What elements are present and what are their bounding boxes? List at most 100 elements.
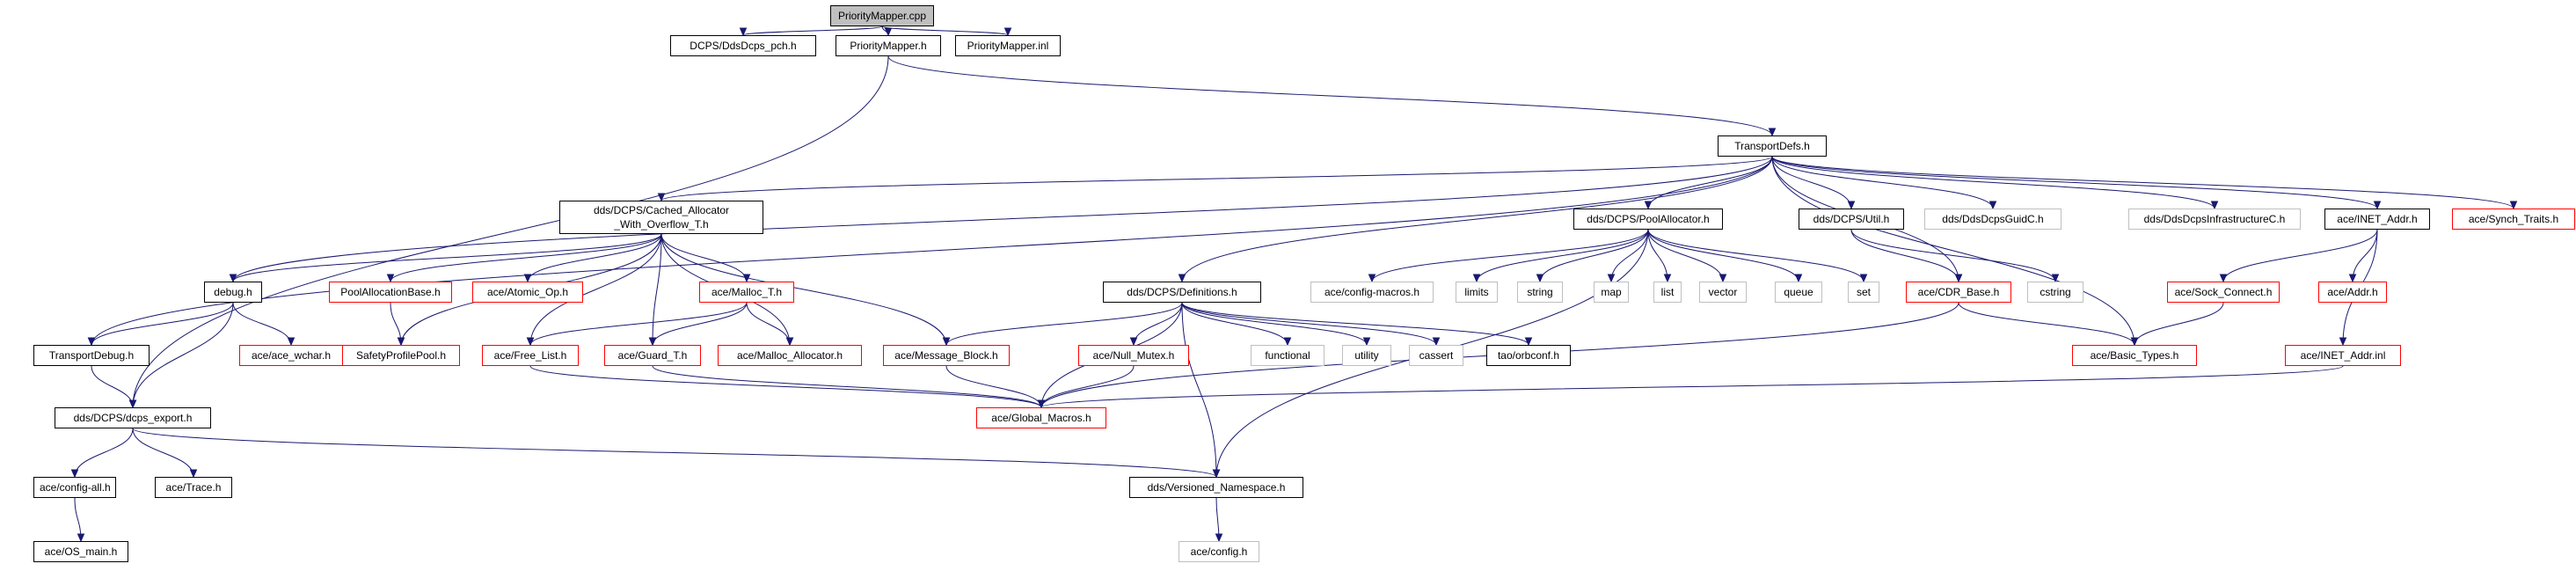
arrowhead-n4-n7: [1644, 201, 1653, 210]
node-transportdefs-h[interactable]: TransportDefs.h: [1718, 135, 1827, 157]
arrowhead-n16-n34: [648, 337, 657, 347]
edge-n11-n28: [2222, 229, 2378, 282]
edge-n8-n27: [1850, 229, 2056, 282]
node-config-h: ace/config.h: [1179, 541, 1259, 562]
node-malloc-allocator-h[interactable]: ace/Malloc_Allocator.h: [718, 345, 862, 366]
edge-n4-n10: [1771, 156, 2215, 209]
node-definitions-h[interactable]: dds/DCPS/Definitions.h: [1103, 282, 1261, 303]
node-prioritymapper-inl[interactable]: PriorityMapper.inl: [955, 35, 1061, 56]
node-poolallocationbase-h[interactable]: PoolAllocationBase.h: [329, 282, 452, 303]
node-label-line-2: _With_Overflow_T.h: [614, 218, 709, 231]
node-basic-types-h[interactable]: ace/Basic_Types.h: [2072, 345, 2197, 366]
arrowhead-n7-n24: [1794, 274, 1803, 283]
arrowhead-n8-n27: [2051, 274, 2060, 283]
edge-n43-n44: [1040, 365, 2344, 408]
node-message-block-h[interactable]: ace/Message_Block.h: [883, 345, 1010, 366]
edge-n6-n36: [660, 233, 947, 346]
edge-n17-n39: [1181, 302, 1368, 346]
edge-n33-n44: [529, 365, 1042, 408]
arrowhead-n6-n13: [229, 274, 237, 283]
node-safetyprofilepool-h[interactable]: SafetyProfilePool.h: [342, 345, 460, 366]
edge-n7-n24: [1647, 229, 1799, 282]
edge-n8-n26: [1850, 229, 1959, 282]
node-poolallocator-h[interactable]: dds/DCPS/PoolAllocator.h: [1573, 209, 1723, 230]
node-vector: vector: [1699, 282, 1747, 303]
node-transportdebug-h[interactable]: TransportDebug.h: [33, 345, 150, 366]
arrowhead-n0-n3: [1003, 27, 1012, 37]
edge-n17-n40: [1181, 302, 1437, 346]
edge-n4-n9: [1771, 156, 1994, 209]
node-debug-h[interactable]: debug.h: [204, 282, 262, 303]
edge-n31-n5: [91, 365, 134, 408]
node-inet-addr-inl[interactable]: ace/INET_Addr.inl: [2285, 345, 2401, 366]
node-label-line-1: dds/DCPS/Cached_Allocator: [593, 204, 730, 216]
edge-n4-n42: [1771, 156, 2135, 346]
node-config-macros-h: ace/config-macros.h: [1310, 282, 1434, 303]
arrowhead-n7-n23: [1719, 274, 1727, 283]
node-free-list-h[interactable]: ace/Free_List.h: [482, 345, 579, 366]
node-util-h[interactable]: dds/DCPS/Util.h: [1799, 209, 1904, 230]
arrowhead-n11-n43: [2339, 337, 2347, 347]
edge-n11-n29: [2352, 229, 2378, 282]
node-ace-wchar-h[interactable]: ace/ace_wchar.h: [239, 345, 343, 366]
node-malloc-t-h[interactable]: ace/Malloc_T.h: [699, 282, 794, 303]
edge-n5-n45: [132, 428, 1217, 478]
node-prioritymapper-h[interactable]: PriorityMapper.h: [836, 35, 941, 56]
arrowhead-n13-n31: [87, 337, 96, 347]
node-null-mutex-h[interactable]: ace/Null_Mutex.h: [1078, 345, 1189, 366]
edge-n2-n4: [887, 55, 1773, 136]
edge-n13-n31: [91, 302, 234, 346]
edge-n34-n44: [652, 365, 1042, 408]
arrowhead-n7-n25: [1859, 274, 1868, 283]
edge-n6-n15: [527, 233, 662, 282]
node-cstring: cstring: [2027, 282, 2083, 303]
arrowhead-n4-n6: [657, 193, 666, 202]
edge-n2-n5: [132, 55, 889, 408]
node-map: map: [1594, 282, 1629, 303]
node-cdr-base-h[interactable]: ace/CDR_Base.h: [1906, 282, 2011, 303]
node-sock-connect-h[interactable]: ace/Sock_Connect.h: [2167, 282, 2280, 303]
arrowhead-n4-n8: [1847, 201, 1856, 210]
edge-n4-n13: [232, 156, 1773, 282]
arrowhead-n7-n21: [1607, 274, 1616, 283]
node-guard-t-h[interactable]: ace/Guard_T.h: [604, 345, 701, 366]
edge-n26-n42: [1958, 302, 2135, 346]
node-cached-allocator-with-overflow-t-h[interactable]: dds/DCPS/Cached_Allocator _With_Overflow…: [559, 201, 763, 234]
node-config-all-h[interactable]: ace/config-all.h: [33, 477, 116, 498]
node-addr-h[interactable]: ace/Addr.h: [2318, 282, 2387, 303]
arrowhead-n17-n41: [1524, 337, 1533, 347]
node-atomic-op-h[interactable]: ace/Atomic_Op.h: [472, 282, 583, 303]
node-inet-addr-h[interactable]: ace/INET_Addr.h: [2324, 209, 2430, 230]
node-ddsdcps-pch-h[interactable]: DCPS/DdsDcps_pch.h: [670, 35, 816, 56]
node-versioned-namespace-h[interactable]: dds/Versioned_Namespace.h: [1129, 477, 1303, 498]
edge-n7-n20: [1539, 229, 1649, 282]
edge-n16-n35: [746, 302, 791, 346]
node-synch-traits-h[interactable]: ace/Synch_Traits.h: [2452, 209, 2575, 230]
arrowhead-n6-n14: [386, 274, 395, 283]
arrowhead-n17-n36: [942, 337, 951, 347]
node-cassert: cassert: [1409, 345, 1463, 366]
arrowhead-n6-n15: [523, 274, 532, 283]
node-os-main-h[interactable]: ace/OS_main.h: [33, 541, 128, 562]
edge-n17-n36: [945, 302, 1183, 346]
edge-n36-n44: [945, 365, 1042, 408]
edge-n37-n44: [1040, 365, 1135, 408]
edge-n5-n47: [132, 428, 194, 478]
node-prioritymapper-cpp[interactable]: PriorityMapper.cpp: [830, 5, 934, 26]
node-dcps-export-h[interactable]: dds/DCPS/dcps_export.h: [55, 407, 211, 428]
node-list: list: [1653, 282, 1682, 303]
node-limits: limits: [1456, 282, 1498, 303]
node-ddsdcpsinfrastructurec-h: dds/DdsDcpsInfrastructureC.h: [2128, 209, 2301, 230]
edge-n6-n33: [529, 233, 662, 346]
arrowhead-n5-n45: [1212, 469, 1221, 479]
node-utility: utility: [1342, 345, 1391, 366]
node-global-macros-h[interactable]: ace/Global_Macros.h: [976, 407, 1106, 428]
edge-n13-n5: [132, 302, 234, 408]
node-orbconf-h[interactable]: tao/orbconf.h: [1486, 345, 1571, 366]
edge-n6-n34: [652, 233, 662, 346]
arrowhead-n0-n1: [739, 27, 748, 37]
arrowhead-n4-n10: [2210, 201, 2219, 210]
edge-n7-n23: [1647, 229, 1724, 282]
node-trace-h[interactable]: ace/Trace.h: [155, 477, 232, 498]
